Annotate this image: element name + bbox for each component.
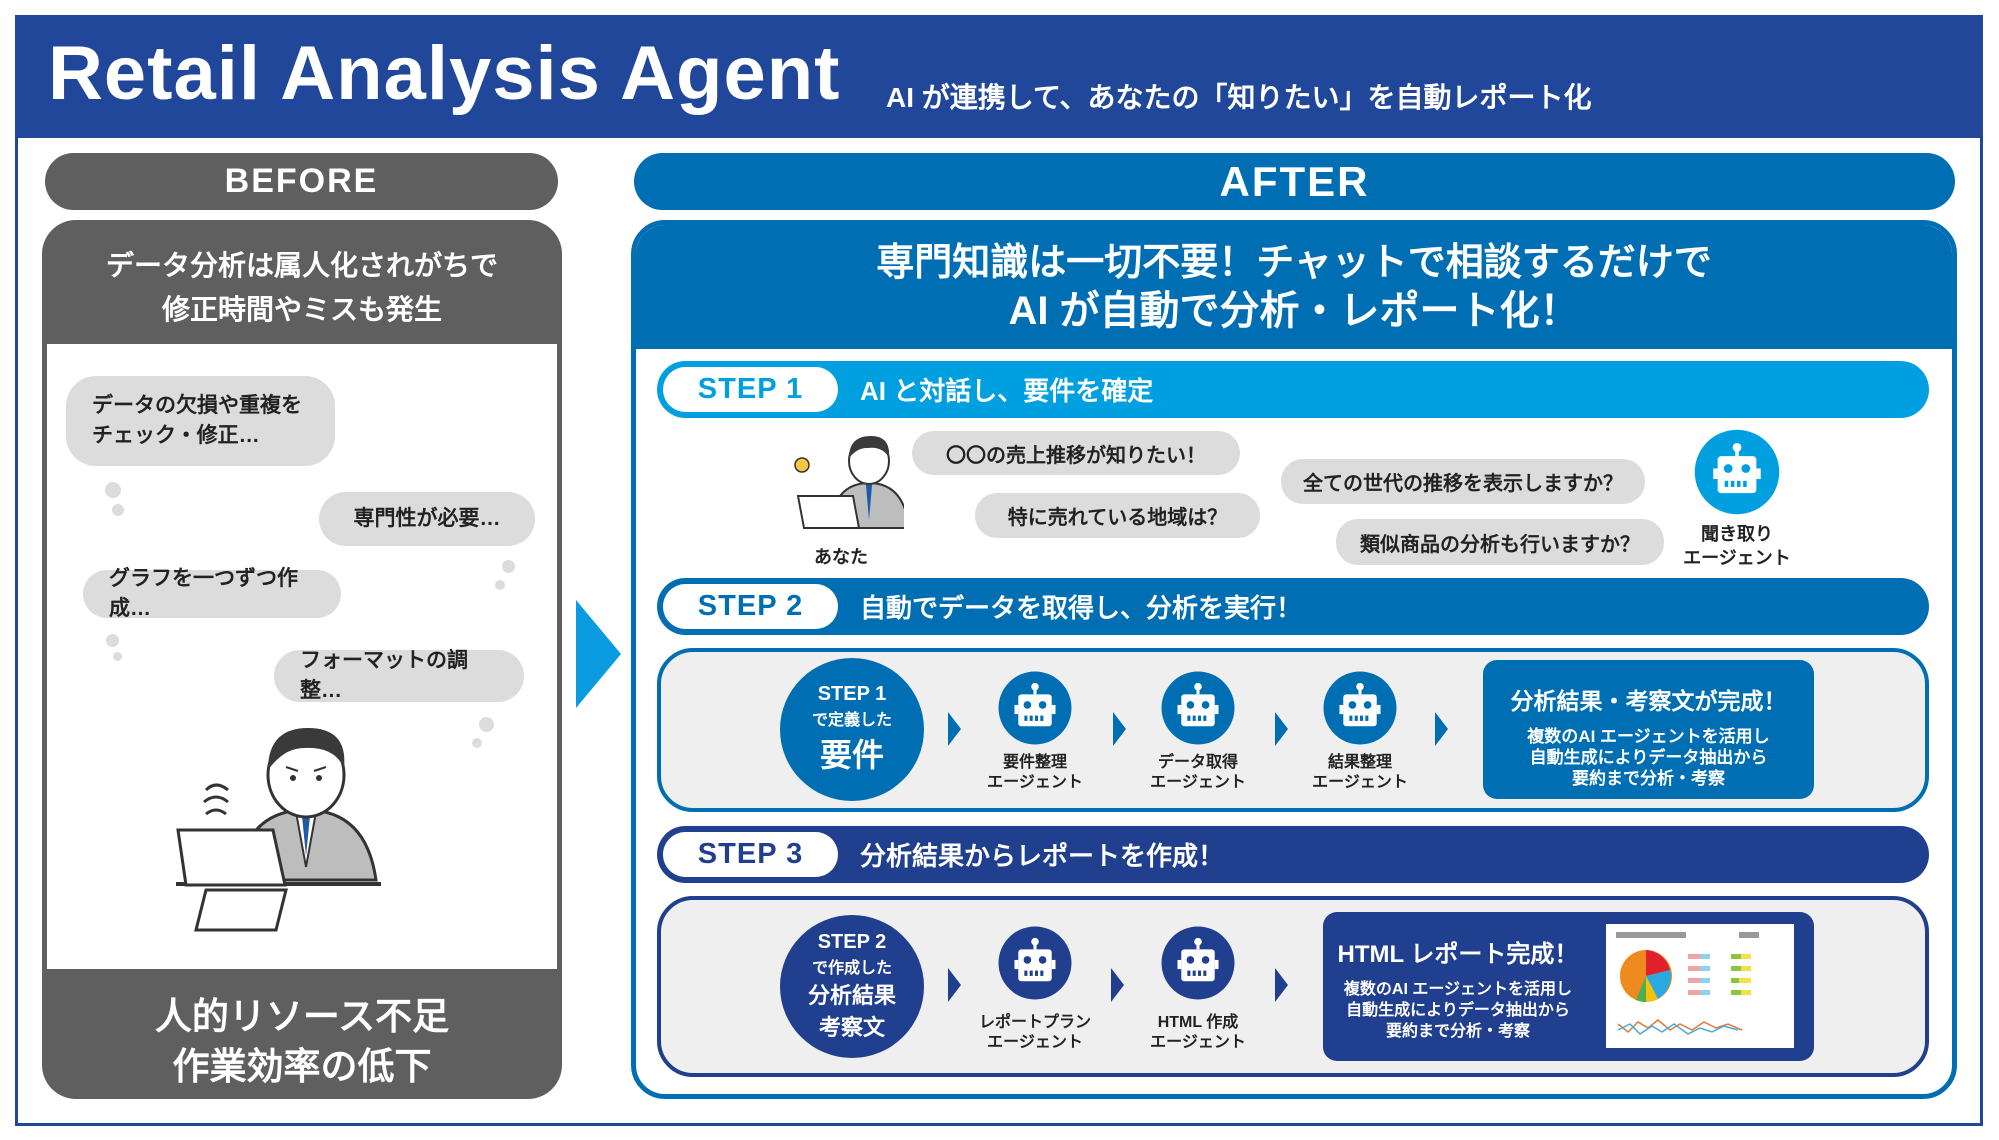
step2-tag: STEP 2 (663, 584, 838, 629)
agent-label-line: レポートプラン (978, 1014, 1091, 1031)
thought-dot (495, 580, 505, 590)
result-title: HTML レポート完成！ (1337, 941, 1579, 968)
agent-label-line: 要件整理 (1002, 754, 1067, 771)
agent-label-line: エージェント (987, 774, 1083, 791)
agent-label-line: エージェント (1150, 1034, 1246, 1051)
agent-label-line: エージェント (1312, 774, 1408, 791)
step3-title: 分析結果からレポートを作成！ (860, 841, 1225, 871)
robot-icon (1160, 670, 1236, 751)
html-report-thumbnail (1606, 924, 1794, 1048)
circle-text: STEP 2 (817, 931, 887, 953)
step3-bar: STEP 3 分析結果からレポートを作成！ (657, 826, 1929, 883)
circle-text: STEP 1 (817, 683, 887, 705)
hearing-agent-label: 聞き取り エージェント (1667, 522, 1807, 570)
circle-text: で作成した (811, 960, 892, 977)
circle-text: 要件 (819, 737, 884, 773)
thought-dot (479, 717, 494, 732)
agent-label: 結果整理エージェント (1290, 753, 1430, 793)
agent-label: 要件整理エージェント (965, 753, 1105, 793)
robot-icon (997, 925, 1073, 1006)
flow-arrow-icon (1113, 712, 1126, 746)
step1-tag: STEP 1 (663, 367, 838, 412)
thought-bubble: 専門性が必要… (319, 492, 535, 546)
page-title: Retail Analysis Agent (48, 31, 841, 116)
agent-speech-bubble: 類似商品の分析も行いますか？ (1336, 519, 1664, 565)
before-footer-line: 人的リソース不足 (154, 996, 450, 1037)
result-title: 分析結果・考察文が完成！ (1510, 688, 1787, 714)
result-text: 複数のAI エージェントを活用し (1527, 727, 1770, 746)
after-headline: 専門知識は一切不要！チャットで相談するだけで AI が自動で分析・レポート化！ (636, 225, 1952, 349)
agent-label-line: エージェント (987, 1034, 1083, 1051)
thought-bubble: フォーマットの調整… (274, 649, 524, 702)
after-headline-line: AI が自動で分析・レポート化！ (1008, 289, 1580, 333)
robot-icon (1160, 925, 1236, 1006)
before-footer-line: 作業効率の低下 (172, 1046, 432, 1087)
result-text: 複数のAI エージェントを活用し (1343, 981, 1573, 998)
thought-dot (112, 504, 124, 516)
step1-bar: STEP 1 AI と対話し、要件を確定 (657, 361, 1929, 418)
agent-label: レポートプランエージェント (965, 1013, 1105, 1053)
flow-arrow-icon (948, 968, 961, 1002)
step3-input-circle: STEP 2 で作成した 分析結果 考察文 (780, 915, 924, 1058)
after-label: AFTER (634, 153, 1955, 210)
thought-dot (113, 652, 122, 661)
before-label: BEFORE (45, 153, 558, 210)
step3-result-box: HTML レポート完成！ 複数のAI エージェントを活用し 自動生成によりデータ… (1323, 912, 1814, 1061)
step2-result-box: 分析結果・考察文が完成！ 複数のAI エージェントを活用し 自動生成によりデータ… (1483, 660, 1814, 799)
result-text-group: HTML レポート完成！ 複数のAI エージェントを活用し 自動生成によりデータ… (1323, 934, 1593, 1042)
thought-bubble: グラフを一つずつ作成… (83, 567, 341, 620)
flow-arrow-icon (948, 712, 961, 746)
circle-text: 考察文 (818, 1015, 885, 1040)
outer-frame (15, 15, 1983, 1126)
result-text: 自動生成によりデータ抽出から (1529, 748, 1768, 767)
flow-arrow-icon (1275, 712, 1288, 746)
agent-label-line: HTML 作成 (1157, 1014, 1239, 1031)
result-text: 要約まで分析・考察 (1572, 769, 1725, 788)
agent-label-line: エージェント (1683, 548, 1791, 568)
thought-text: データの欠損や重複を (92, 394, 302, 417)
thought-dot (472, 738, 482, 748)
flow-arrow-icon (1275, 968, 1288, 1002)
user-speech-bubble: 特に売れている地域は？ (975, 493, 1260, 538)
before-footer: 人的リソース不足 作業効率の低下 (42, 972, 562, 1099)
robot-icon (1322, 670, 1398, 751)
circle-text: で定義した (811, 712, 892, 729)
before-headline: データ分析は属人化されがちで 修正時間やミスも発生 (42, 220, 562, 344)
step1-title: AI と対話し、要件を確定 (860, 376, 1154, 406)
user-speech-bubble: 〇〇の売上推移が知りたい！ (912, 431, 1240, 475)
step3-tag: STEP 3 (663, 832, 838, 877)
thought-dot (106, 634, 119, 647)
agent-label-line: データ取得 (1157, 754, 1238, 771)
worried-person-illustration (176, 728, 381, 932)
thought-text: チェック・修正… (92, 424, 260, 447)
robot-icon (997, 670, 1073, 751)
header-banner (15, 15, 1983, 138)
before-headline-line: 修正時間やミスも発生 (161, 294, 442, 325)
thought-dot (502, 560, 515, 573)
before-headline-line: データ分析は属人化されがちで (105, 250, 498, 281)
step2-title: 自動でデータを取得し、分析を実行！ (860, 593, 1303, 623)
user-person-illustration (794, 436, 904, 529)
user-label: あなた (814, 547, 868, 567)
page-subtitle: AI が連携して、あなたの「知りたい」を自動レポート化 (886, 82, 1592, 113)
robot-icon (1693, 428, 1781, 521)
agent-label-line: 聞き取り (1701, 524, 1773, 544)
agent-label: データ取得エージェント (1128, 753, 1268, 793)
before-to-after-arrow (576, 600, 621, 708)
thought-bubble: データの欠損や重複を チェック・修正… (66, 376, 335, 466)
thought-dot (105, 482, 121, 498)
step2-bar: STEP 2 自動でデータを取得し、分析を実行！ (657, 578, 1929, 635)
agent-label-line: 結果整理 (1327, 754, 1392, 771)
after-headline-line: 専門知識は一切不要！チャットで相談するだけで (876, 242, 1712, 284)
result-text: 自動生成によりデータ抽出から (1346, 1002, 1570, 1019)
result-text: 要約まで分析・考察 (1385, 1023, 1530, 1040)
circle-text: 分析結果 (807, 983, 896, 1008)
step2-input-circle: STEP 1 で定義した 要件 (780, 658, 924, 801)
flow-arrow-icon (1435, 712, 1448, 746)
agent-label: HTML 作成エージェント (1128, 1013, 1268, 1053)
agent-label-line: エージェント (1150, 774, 1246, 791)
agent-speech-bubble: 全ての世代の推移を表示しますか？ (1281, 459, 1645, 504)
flow-arrow-icon (1111, 968, 1124, 1002)
